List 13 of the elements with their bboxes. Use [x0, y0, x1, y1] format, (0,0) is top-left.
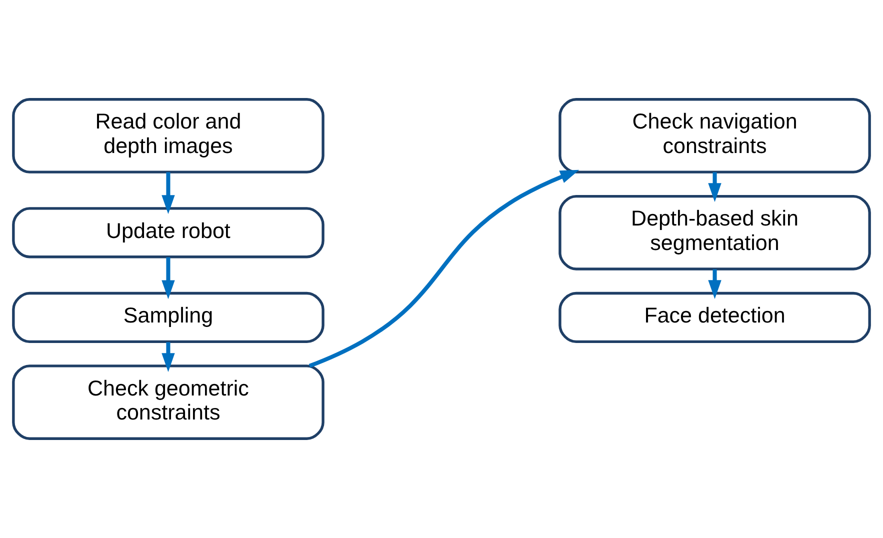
node-box: Check navigation constraints	[558, 98, 871, 174]
node-box: Check geometric constraints	[12, 364, 324, 440]
node-box: Update robot	[12, 207, 324, 258]
node-box: Depth-based skin segmentation	[558, 194, 871, 270]
node-box: Face detection	[558, 292, 871, 344]
node-box: Read color and depth images	[12, 98, 324, 174]
arrow	[162, 257, 175, 300]
arrow	[162, 172, 175, 214]
arrow	[162, 342, 175, 372]
arrow	[708, 269, 722, 300]
arrow	[308, 170, 580, 368]
arrow	[708, 172, 722, 202]
node-box: Sampling	[12, 292, 324, 344]
